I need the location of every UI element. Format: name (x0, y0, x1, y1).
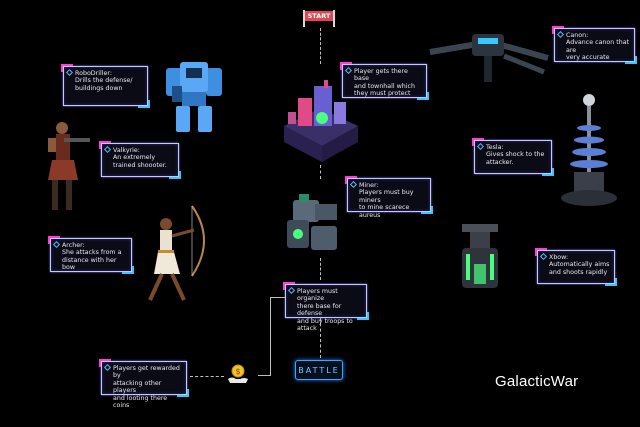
card-xbow: Xbow: Automatically aims and shoots rapi… (535, 248, 617, 286)
svg-text:$: $ (235, 367, 240, 376)
valkyrie-figure (48, 122, 90, 210)
flow-line-organize-left (270, 297, 288, 298)
miner-machine (287, 194, 337, 250)
xbow-desc-1: Automatically aims (549, 261, 610, 269)
canon-desc-2: very accurate (566, 54, 610, 62)
organize-desc-1: Players must organize (297, 288, 338, 303)
battle-button[interactable]: BATTLE (295, 360, 343, 380)
valkyrie-name: Valkyrie: (113, 147, 140, 154)
canon-name: Canon: (566, 32, 589, 39)
robodriller-desc-2: buildings down (75, 84, 123, 92)
coin-hand-icon: $ (228, 364, 248, 383)
robodriller-desc-1: Drills the defense/ (75, 77, 133, 85)
card-archer: Archer: She attacks from a distance with… (48, 236, 134, 274)
canon-desc-1: Advance canon that are (566, 39, 630, 54)
xbow-tower (462, 224, 498, 288)
flow-line-miner-organize (320, 258, 321, 280)
archer-figure (148, 205, 205, 301)
robodriller-name: RoboDriller: (75, 70, 112, 77)
townhall-desc-3: they must protect (354, 90, 411, 98)
page-title: GalacticWar (495, 373, 579, 390)
start-flag-icon: START (301, 10, 337, 27)
organize-desc-2: there base for defense (297, 302, 342, 318)
card-robodriller: RoboDriller: Drills the defense/ buildin… (61, 64, 150, 108)
xbow-desc-2: and shoots rapidly (549, 268, 608, 276)
archer-desc-1: She attacks from a (62, 249, 122, 257)
flow-line-to-coin (258, 375, 271, 376)
miner-desc-2: to mine scarece aureus (359, 204, 410, 219)
townhall-building (284, 80, 358, 162)
tesla-desc-2: attacker. (486, 158, 514, 166)
canon-turret (429, 34, 549, 82)
card-rewarded: Players get rewarded by attacking other … (99, 359, 189, 409)
valkyrie-desc-1: An extremely (113, 154, 156, 162)
start-label: START (305, 11, 333, 21)
archer-name: Archer: (62, 242, 85, 249)
card-tesla: Tesla: Gives shock to the attacker. (472, 138, 554, 176)
miner-desc-1: Players must buy miners (359, 189, 414, 204)
flow-line-coin-rewarded (190, 376, 224, 377)
flow-line-left-vertical (270, 297, 271, 375)
card-valkyrie: Valkyrie: An extremely trained shoooter. (99, 141, 181, 179)
robodriller-figure (166, 62, 222, 132)
organize-desc-3: and buy troops to attack (297, 317, 353, 333)
tesla-desc-1: Gives shock to the (486, 151, 545, 159)
card-townhall: Player gets there base and townhall whic… (340, 62, 429, 100)
flow-line-organize-battle (320, 318, 321, 358)
tesla-name: Tesla: (486, 144, 504, 151)
tesla-tower (561, 94, 617, 206)
miner-name: Miner: (359, 182, 379, 189)
rewarded-desc-2: attacking other players (113, 379, 162, 395)
flow-line-start (320, 28, 321, 64)
card-organize: Players must organize there base for def… (283, 282, 369, 332)
townhall-desc-1: Player gets there base (354, 68, 408, 83)
valkyrie-desc-2: trained shoooter. (113, 161, 167, 169)
townhall-desc-2: and townhall which (354, 82, 416, 90)
xbow-name: Xbow: (549, 254, 569, 261)
card-canon: Canon: Advance canon that are very accur… (552, 26, 637, 64)
archer-desc-2: distance with her bow (62, 256, 117, 272)
card-miner: Miner: Players must buy miners to mine s… (345, 176, 433, 219)
rewarded-desc-3: and looting there coins (113, 394, 168, 410)
flow-line-townhall-miner (320, 165, 321, 179)
rewarded-desc-1: Players get rewarded by (113, 365, 180, 380)
